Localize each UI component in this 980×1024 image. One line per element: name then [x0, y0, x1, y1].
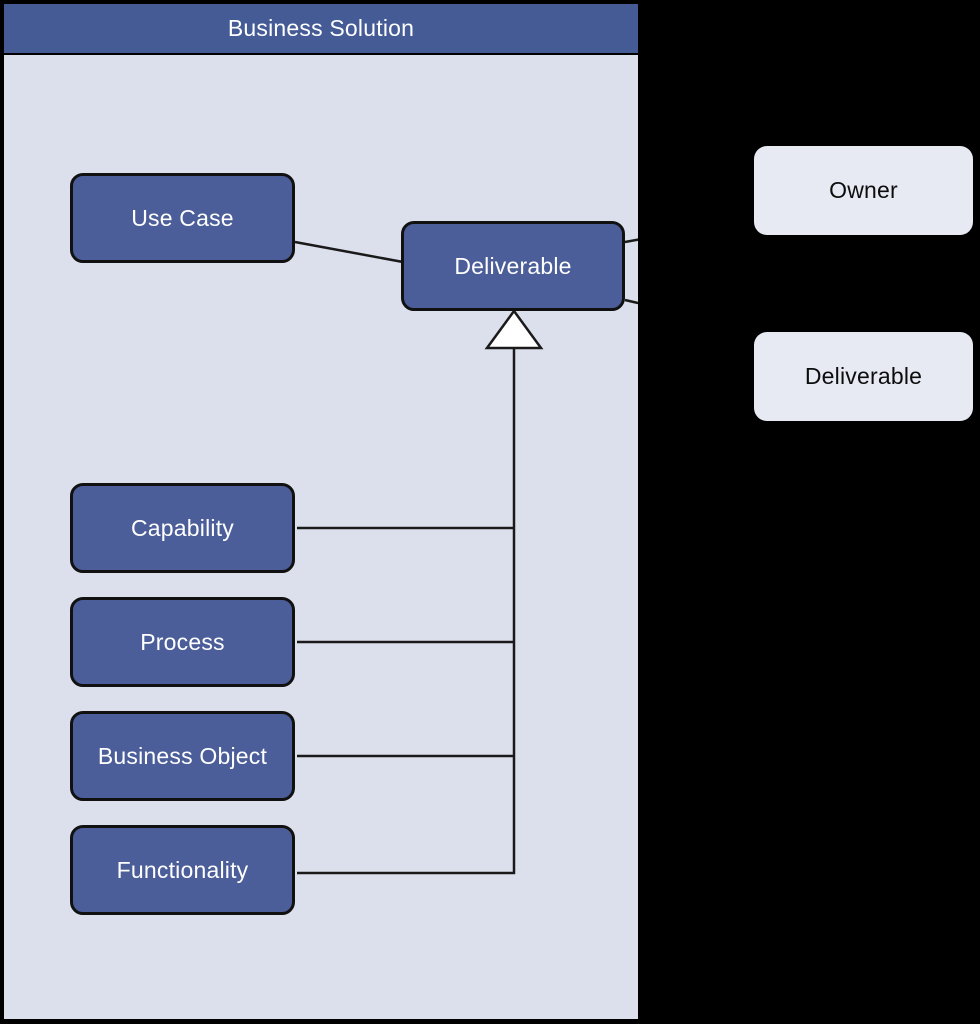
connector-deliverable-out-upper [624, 238, 638, 244]
node-capability[interactable]: Capability [70, 483, 295, 573]
container-body: Use Case Deliverable Capability Process … [2, 55, 640, 1021]
container-header: Business Solution [2, 2, 640, 55]
business-solution-container[interactable]: Business Solution [2, 2, 640, 1021]
node-use-case[interactable]: Use Case [70, 173, 295, 263]
connector-deliverable-out-lower [624, 298, 638, 305]
node-label-business-object: Business Object [97, 742, 268, 769]
node-label-functionality: Functionality [116, 856, 249, 883]
node-process[interactable]: Process [70, 597, 295, 687]
node-label-deliverable: Deliverable [454, 252, 572, 279]
node-business-object[interactable]: Business Object [70, 711, 295, 801]
chip-owner[interactable]: Owner [754, 146, 973, 235]
node-functionality[interactable]: Functionality [70, 825, 295, 915]
chip-label-owner: Owner [829, 177, 898, 203]
node-label-use-case: Use Case [131, 204, 234, 231]
node-deliverable[interactable]: Deliverable [401, 221, 625, 311]
container-title: Business Solution [227, 15, 415, 41]
connector-use-case-to-deliverable [294, 240, 404, 264]
generalization-arrowhead-icon [484, 308, 544, 350]
node-label-capability: Capability [131, 514, 234, 541]
chip-label-deliverable: Deliverable [804, 363, 923, 389]
chip-deliverable[interactable]: Deliverable [754, 332, 973, 421]
node-label-process: Process [140, 628, 225, 655]
